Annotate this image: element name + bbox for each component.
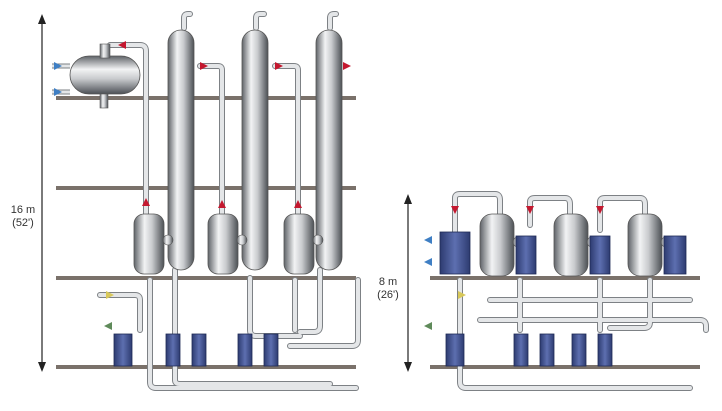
right-flow-arrows [424, 206, 604, 330]
right-height-dimension [404, 194, 412, 372]
left-height-label: 16 m (52') [4, 204, 42, 230]
right-height-label: 8 m (26') [372, 276, 404, 302]
right-pipes [452, 191, 709, 391]
left-floors [56, 96, 356, 369]
left-height-imperial: (52') [12, 217, 34, 229]
left-plate-exchangers [113, 333, 279, 367]
right-floors [430, 276, 700, 369]
left-pipes [97, 11, 361, 391]
right-separators [479, 213, 672, 277]
right-height-metric: 8 m [378, 276, 398, 288]
right-plate-exchangers [439, 231, 687, 367]
left-height-dimension [38, 14, 46, 372]
right-system [404, 191, 709, 391]
left-system [38, 11, 361, 391]
right-height-imperial: (26') [377, 289, 399, 301]
left-separators [133, 213, 324, 275]
left-tall-columns [167, 29, 343, 271]
left-flow-arrows [54, 41, 351, 330]
left-height-metric: 16 m [10, 204, 36, 216]
